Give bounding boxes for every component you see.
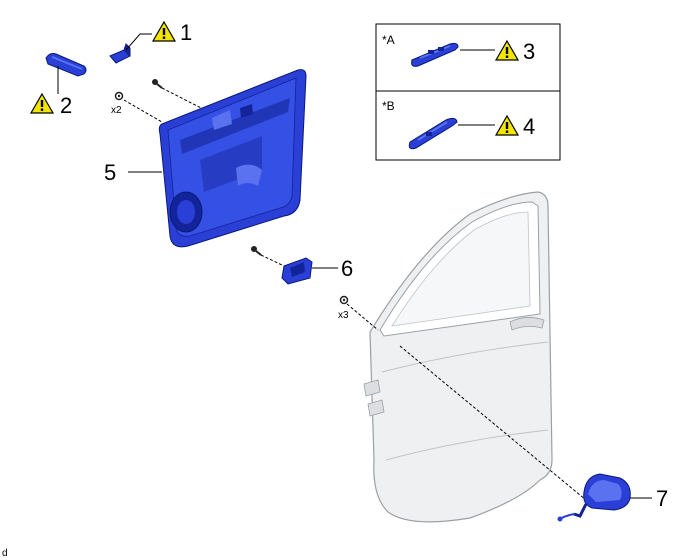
part-small-clip: [109, 43, 131, 64]
screw-count-lower: x3: [338, 310, 349, 321]
part-pull-handle-cover: [45, 53, 87, 77]
callout-3: 3: [523, 39, 535, 64]
inset-label-a: *A: [382, 33, 395, 47]
variant-inset-box: [375, 23, 561, 161]
inset-label-b: *B: [382, 99, 395, 113]
part-door-trim-panel: [158, 69, 307, 248]
callout-7: 7: [656, 486, 668, 511]
screw-count-upper: x2: [111, 105, 122, 116]
part-switch-variant-b: [408, 117, 458, 150]
part-outside-mirror: [557, 473, 631, 522]
screw-upper-b: [114, 91, 124, 101]
callout-4: 4: [523, 114, 535, 139]
callout-6: 6: [341, 256, 353, 281]
part-inside-handle: [281, 257, 313, 285]
front-door-shell: [363, 191, 553, 523]
callout-1: 1: [180, 20, 192, 45]
screw-mid: [251, 246, 262, 256]
warning-triangle-icon: [30, 93, 54, 114]
screw-upper-a: [152, 79, 163, 89]
part-switch-variant-a: [411, 42, 459, 67]
corner-mark: d: [2, 548, 8, 559]
callout-2: 2: [60, 93, 72, 118]
screw-lower: [339, 295, 349, 305]
callout-5: 5: [104, 160, 116, 185]
warning-triangle-icon: [152, 21, 176, 42]
